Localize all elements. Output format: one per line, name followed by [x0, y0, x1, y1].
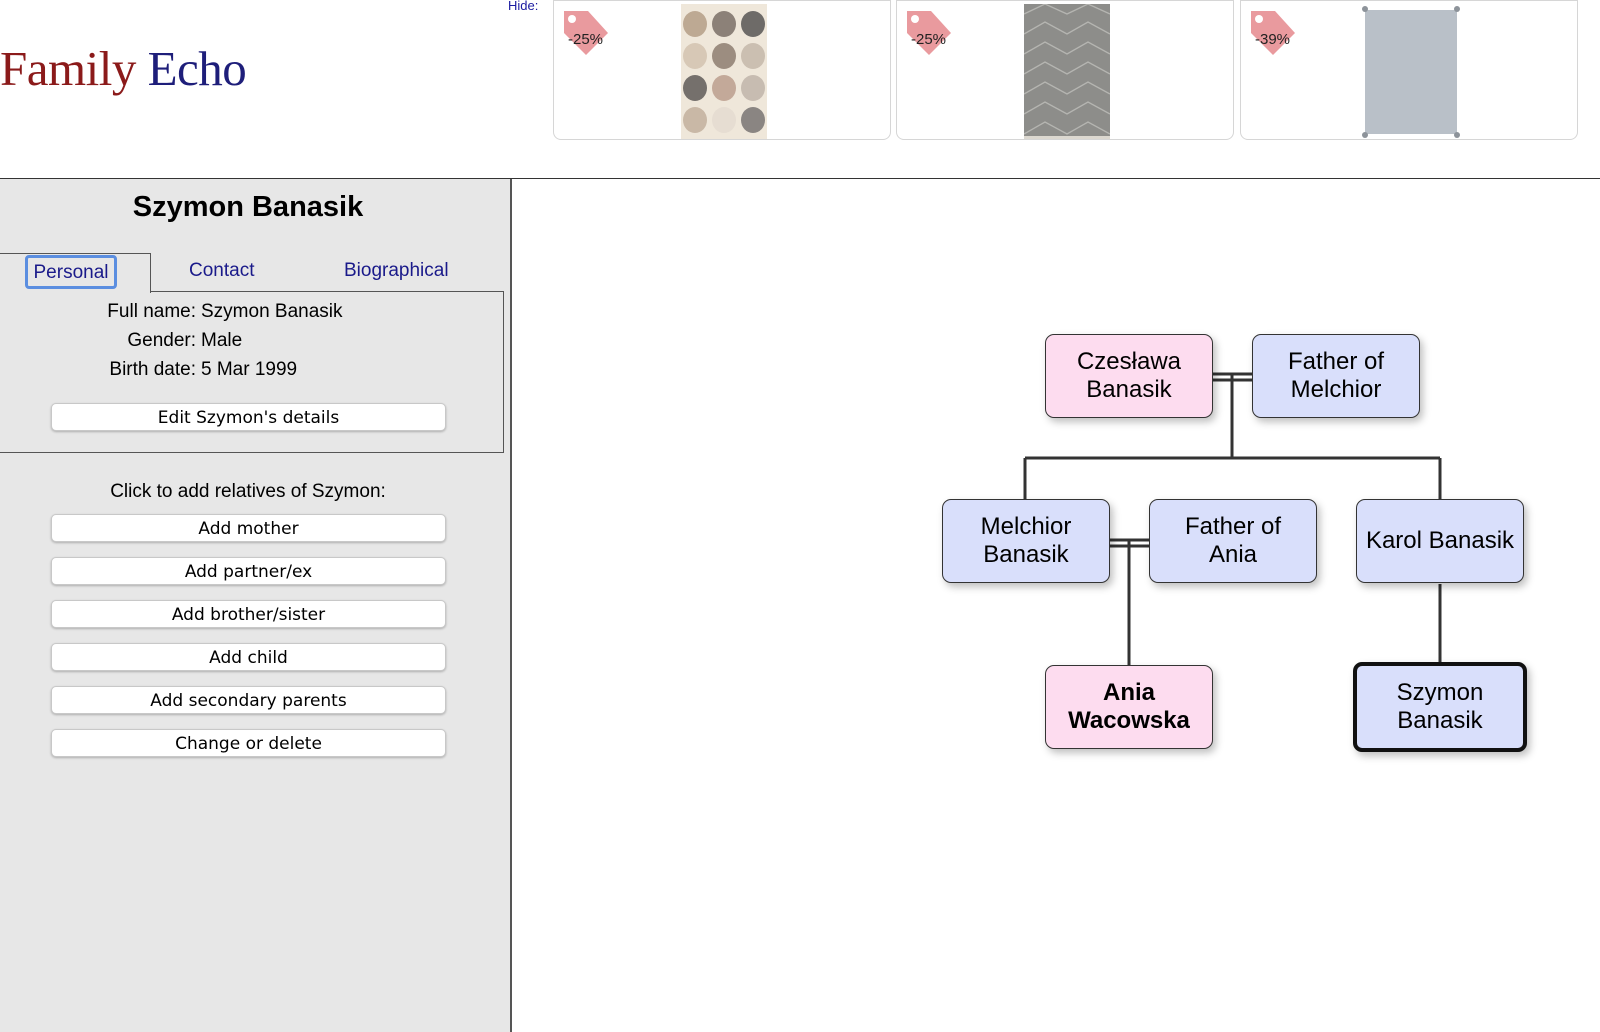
family-echo-logo[interactable]: Family Echo — [0, 41, 247, 96]
node-line1: Father of — [1287, 348, 1385, 375]
node-line1: Szymon — [1396, 679, 1484, 706]
tab-contact[interactable]: Contact — [189, 260, 255, 281]
field-label: Full name: — [107, 301, 196, 322]
logo-word-family: Family — [0, 41, 136, 96]
add-sibling-button[interactable]: Add brother/sister — [51, 600, 446, 628]
discount-tag-icon: -39% — [1247, 7, 1299, 59]
add-mother-button[interactable]: Add mother — [51, 514, 446, 542]
node-line2: Banasik — [1086, 376, 1172, 403]
discount-label: -25% — [911, 31, 947, 48]
person-details-sidebar: Szymon Banasik Personal Contact Biograph… — [0, 179, 512, 1032]
add-secondary-parents-button[interactable]: Add secondary parents — [51, 686, 446, 714]
node-line1: Czesława — [1076, 348, 1182, 375]
change-or-delete-button[interactable]: Change or delete — [51, 729, 446, 757]
node-line2: Banasik — [1397, 707, 1483, 734]
field-birth-date-value: 5 Mar 1999 — [201, 359, 298, 380]
add-relatives-prompt: Click to add relatives of Szymon: — [110, 481, 386, 502]
node-line1: Father of — [1184, 513, 1282, 540]
tab-panel — [0, 291, 504, 453]
person-name-heading: Szymon Banasik — [132, 191, 364, 223]
hide-ads-link[interactable]: Hide: — [508, 0, 539, 13]
node-line2: Wacowska — [1068, 707, 1190, 734]
sheep-pattern-rug-image — [681, 4, 767, 139]
grey-diamond-rug-image — [1024, 4, 1110, 139]
node-line1: Melchior — [980, 513, 1072, 540]
add-child-button[interactable]: Add child — [51, 643, 446, 671]
field-gender-value: Male — [201, 330, 243, 351]
node-line2: Melchior — [1290, 376, 1382, 403]
field-label: Birth date: — [109, 359, 196, 380]
discount-tag-icon: -25% — [903, 7, 955, 59]
field-label: Gender: — [127, 330, 196, 351]
header-divider — [0, 178, 1600, 179]
tree-node-karol-banasik[interactable]: Karol Banasik — [1356, 499, 1524, 583]
discount-label: -39% — [1255, 31, 1291, 48]
ad-card-2[interactable]: -25% — [896, 0, 1234, 140]
tab-personal[interactable]: Personal — [25, 255, 117, 289]
ad-card-1[interactable]: -25% — [553, 0, 891, 140]
light-grey-rug-image — [1362, 6, 1460, 138]
logo-word-echo: Echo — [147, 41, 247, 96]
node-line2: Ania — [1208, 541, 1258, 568]
discount-tag-icon: -25% — [560, 7, 612, 59]
node-line1: Karol Banasik — [1365, 527, 1515, 554]
tab-biographical[interactable]: Biographical — [344, 260, 449, 281]
field-full-name-value: Szymon Banasik — [201, 301, 343, 322]
edit-details-button[interactable]: Edit Szymon's details — [51, 403, 446, 431]
add-partner-button[interactable]: Add partner/ex — [51, 557, 446, 585]
node-line1: Ania — [1102, 679, 1155, 706]
discount-label: -25% — [568, 31, 604, 48]
node-line2: Banasik — [983, 541, 1069, 568]
ad-card-3[interactable]: -39% — [1240, 0, 1578, 140]
